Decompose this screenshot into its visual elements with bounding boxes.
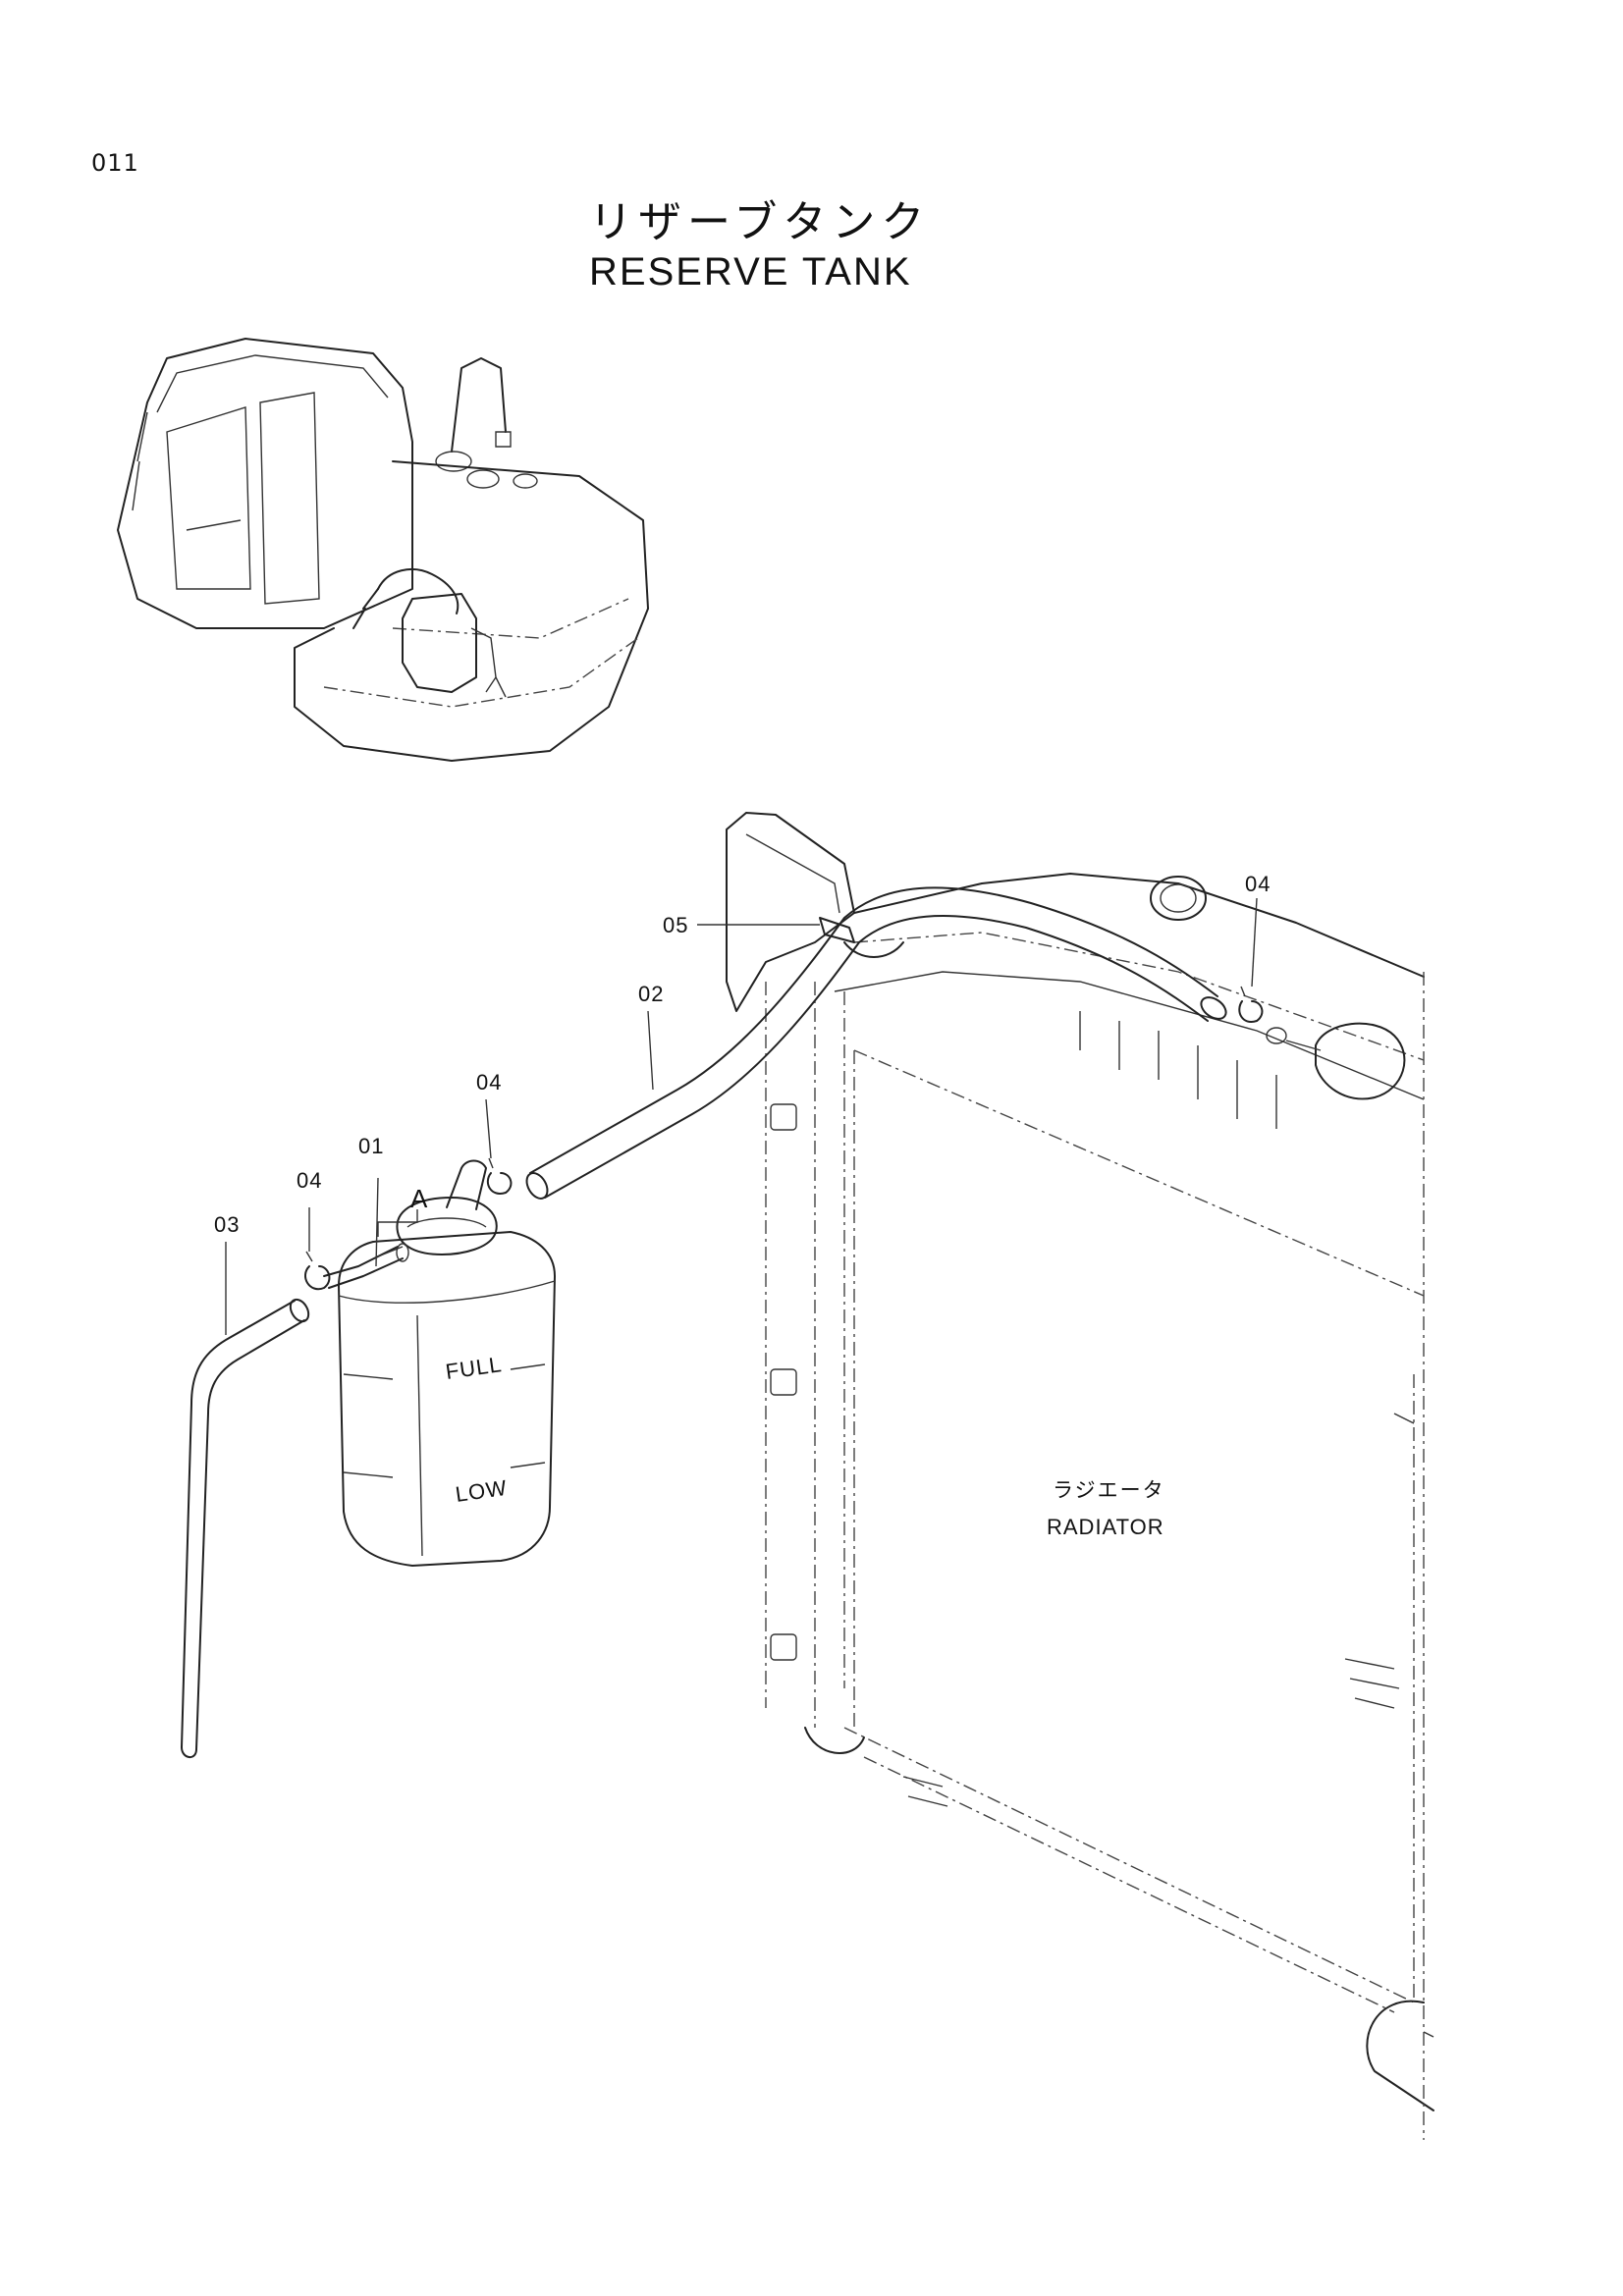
callout-05: 05 bbox=[663, 913, 688, 937]
clamp-04-left bbox=[304, 1251, 331, 1291]
callout-view-a: A bbox=[410, 1184, 428, 1213]
page-number: 011 bbox=[91, 149, 139, 177]
drain-hose-03 bbox=[181, 1298, 310, 1758]
overflow-hose-02 bbox=[525, 886, 1227, 1200]
clamp-05 bbox=[819, 917, 904, 958]
radiator-label-english: RADIATOR bbox=[1047, 1515, 1164, 1539]
title-japanese: リザーブタンク bbox=[589, 197, 931, 247]
reserve-tank-01 bbox=[323, 1159, 556, 1567]
title-english: RESERVE TANK bbox=[589, 250, 912, 294]
callout-04-left: 04 bbox=[297, 1168, 322, 1193]
callout-02: 02 bbox=[638, 982, 664, 1006]
callout-01: 01 bbox=[358, 1134, 384, 1158]
clamp-04-right bbox=[1238, 986, 1264, 1023]
callout-04-right: 04 bbox=[1245, 872, 1271, 896]
radiator-illustration bbox=[726, 812, 1434, 2140]
clamp-04-middle bbox=[486, 1157, 513, 1195]
excavator-overview-illustration bbox=[117, 338, 649, 762]
tank-marking-low: LOW bbox=[454, 1475, 509, 1507]
leader-lines bbox=[225, 897, 1258, 1335]
radiator-label-japanese: ラジエータ bbox=[1053, 1478, 1165, 1502]
callout-03: 03 bbox=[214, 1212, 240, 1237]
callout-04-middle: 04 bbox=[476, 1070, 502, 1095]
tank-marking-full: FULL bbox=[444, 1352, 504, 1384]
